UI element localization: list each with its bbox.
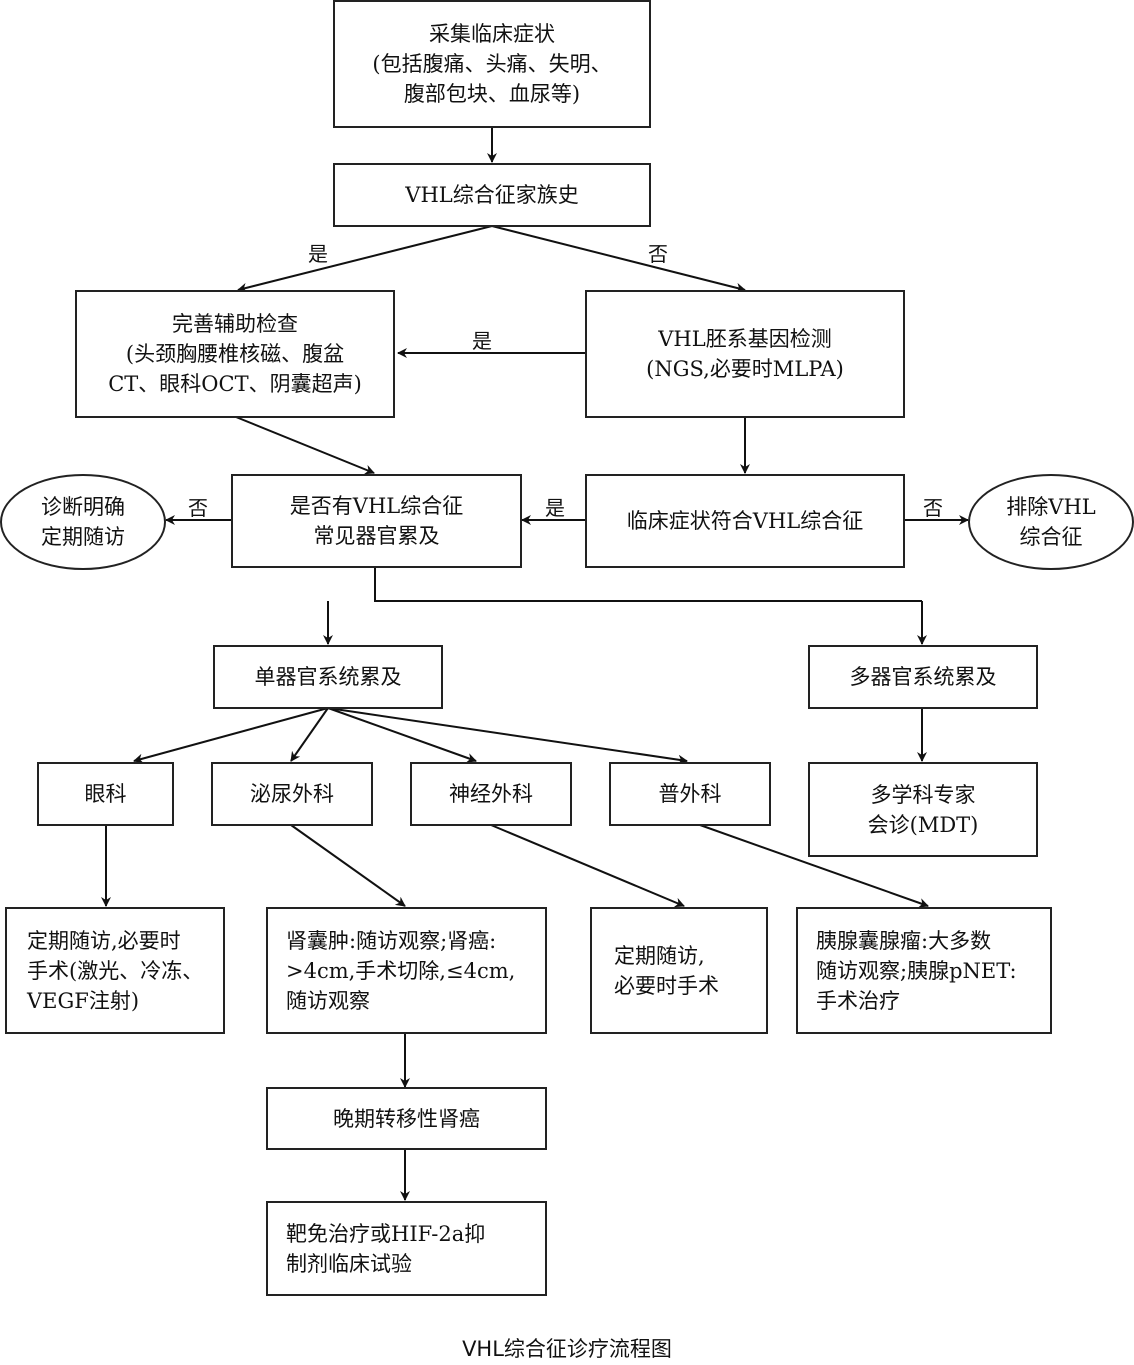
collect-symptoms-box: 采集临床症状 (包括腹痛、头痛、失明、腹部包块、血尿等): [333, 0, 651, 128]
node-line: 神经外科: [449, 782, 533, 806]
edge-organq-split: [374, 567, 922, 602]
neuro-treatment-box: 定期随访, 必要时手术: [590, 907, 768, 1034]
edge-single-to-neuro: [327, 707, 477, 763]
node-line: 采集临床症状: [428, 22, 555, 46]
node-line: 随访观察;胰腺pNET:: [816, 958, 1017, 983]
node-line: VEGF注射): [27, 988, 140, 1013]
node-line: (NGS,必要时MLPA): [646, 357, 844, 381]
node-line: 靶免治疗或HIF-2a抑: [286, 1221, 486, 1246]
edge-label-clinical-yes: 是: [545, 496, 565, 520]
node-line: CT、眼科OCT、阴囊超声): [108, 372, 362, 396]
urology-box: 泌尿外科: [211, 762, 373, 826]
node-line: 会诊(MDT): [867, 812, 979, 837]
edge-single-to-urology: [290, 707, 329, 762]
edge-single-to-eye: [133, 707, 329, 764]
edge-history-to-germline: [491, 225, 746, 293]
node-line: 随访观察: [286, 988, 370, 1013]
node-line: 肾囊肿:随访观察;肾癌:: [286, 928, 497, 953]
node-line: 普外科: [658, 782, 722, 806]
node-line: 常见器官累及: [313, 524, 440, 548]
node-line: 排除VHL: [1006, 495, 1096, 519]
single-organ-box: 单器官系统累及: [213, 645, 443, 709]
edge-single-to-general: [327, 707, 688, 765]
edge-label-organ-no: 否: [188, 496, 208, 520]
node-line: 多学科专家: [870, 782, 976, 807]
node-line: >4cm,手术切除,≤4cm,: [286, 958, 516, 983]
node-line: 腹部包块、血尿等): [403, 82, 581, 106]
kidney-treatment-box: 肾囊肿:随访观察;肾癌: >4cm,手术切除,≤4cm, 随访观察: [266, 907, 547, 1034]
edge-label-clinical-no: 否: [923, 496, 943, 520]
metastatic-rcc-box: 晚期转移性肾癌: [266, 1087, 547, 1150]
edge-general-to-treatment: [699, 824, 929, 908]
node-line: 手术治疗: [816, 988, 900, 1013]
node-line: (头颈胸腰椎核磁、腹盆: [125, 342, 345, 366]
targeted-therapy-box: 靶免治疗或HIF-2a抑制剂临床试验: [266, 1201, 547, 1296]
node-line: 临床症状符合VHL综合征: [626, 509, 864, 533]
node-line: 眼科: [84, 782, 127, 806]
node-line: VHL综合征家族史: [405, 183, 579, 207]
node-line: 是否有VHL综合征: [289, 494, 464, 518]
edge-label-history-yes: 是: [308, 242, 328, 266]
node-line: VHL胚系基因检测: [658, 327, 832, 351]
aux-exam-box: 完善辅助检查 (头颈胸腰椎核磁、腹盆 CT、眼科OCT、阴囊超声): [75, 290, 395, 418]
node-line: 诊断明确: [41, 495, 125, 519]
node-line: 定期随访,: [614, 943, 705, 968]
general-surgery-box: 普外科: [609, 762, 771, 826]
edge-label-germline-yes: 是: [472, 329, 492, 353]
figure-caption: VHL综合征诊疗流程图: [462, 1337, 672, 1361]
family-history-box: VHL综合征家族史: [333, 163, 651, 227]
edge-history-to-aux: [237, 225, 493, 293]
edge-label-history-no: 否: [648, 242, 668, 266]
diagnosis-followup-ellipse: 诊断明确定期随访: [0, 474, 166, 570]
germline-test-box: VHL胚系基因检测 (NGS,必要时MLPA): [585, 290, 905, 418]
node-line: 泌尿外科: [250, 782, 334, 806]
edge-neuro-to-treatment: [490, 824, 685, 908]
ophthalmology-box: 眼科: [37, 762, 174, 826]
node-line: 完善辅助检查: [172, 312, 298, 336]
node-line: 必要时手术: [614, 973, 719, 998]
pancreas-treatment-box: 胰腺囊腺瘤:大多数随访观察;胰腺pNET: 手术治疗: [796, 907, 1052, 1034]
eye-treatment-box: 定期随访,必要时手术(激光、冷冻、 VEGF注射): [5, 907, 225, 1034]
node-line: 胰腺囊腺瘤:大多数: [816, 928, 992, 953]
node-line: (包括腹痛、头痛、失明、: [372, 52, 612, 76]
node-line: 综合征: [1019, 525, 1083, 549]
edge-aux-to-organq: [235, 416, 375, 475]
node-line: 制剂临床试验: [286, 1251, 412, 1276]
node-line: 定期随访,必要时: [27, 928, 181, 953]
node-line: 定期随访: [41, 525, 125, 549]
exclude-vhl-ellipse: 排除VHL 综合征: [968, 474, 1134, 570]
node-line: 单器官系统累及: [254, 665, 402, 689]
edge-urology-to-treatment: [290, 824, 406, 907]
node-line: 手术(激光、冷冻、: [27, 958, 204, 983]
node-line: 多器官系统累及: [849, 665, 997, 689]
multi-organ-box: 多器官系统累及: [808, 645, 1038, 709]
mdt-box: 多学科专家会诊(MDT): [808, 762, 1038, 857]
node-line: 晚期转移性肾癌: [333, 1106, 480, 1131]
clinical-match-box: 临床症状符合VHL综合征: [585, 474, 905, 568]
neurosurgery-box: 神经外科: [410, 762, 572, 826]
organ-involvement-question-box: 是否有VHL综合征常见器官累及: [231, 474, 522, 568]
